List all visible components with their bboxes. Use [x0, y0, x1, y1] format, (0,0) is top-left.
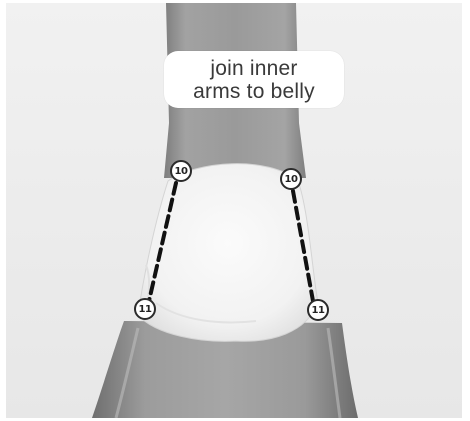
image-frame: join inner arms to belly 10 10 11 11 — [6, 3, 462, 418]
instruction-caption: join inner arms to belly — [164, 51, 344, 108]
marker-10-right: 10 — [280, 168, 302, 190]
marker-10-left: 10 — [170, 160, 192, 182]
white-fabric-belly — [138, 164, 318, 342]
marker-11-left: 11 — [134, 298, 156, 320]
caption-line-1: join inner — [210, 57, 297, 80]
marker-11-right: 11 — [307, 299, 329, 321]
caption-line-2: arms to belly — [193, 80, 315, 103]
sewing-photo: join inner arms to belly 10 10 11 11 — [6, 3, 462, 418]
